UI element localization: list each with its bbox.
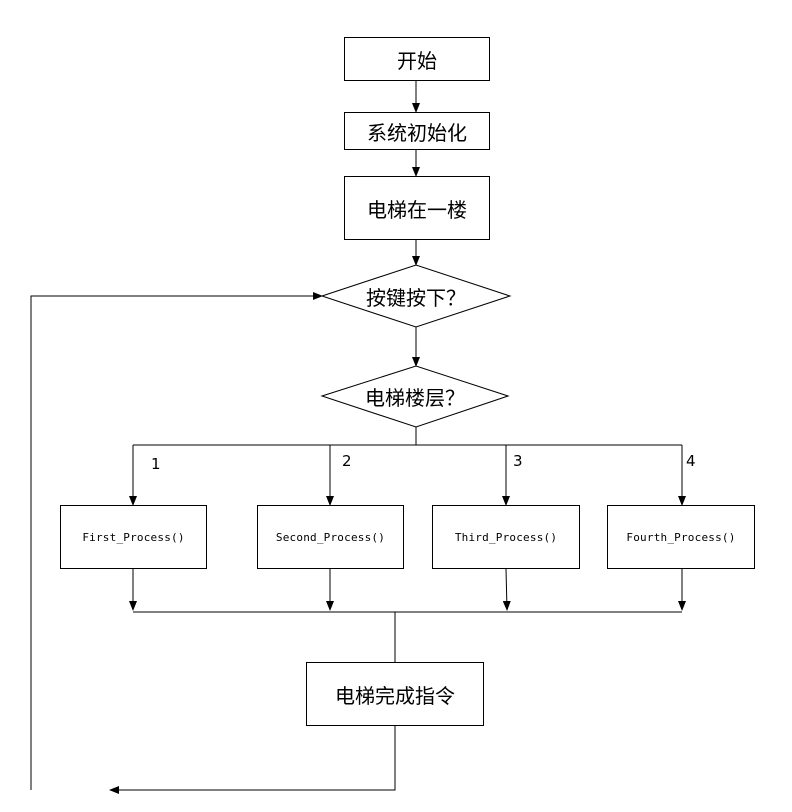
branch-label-4: 4 [686, 452, 696, 470]
third-process-node: Third_Process() [432, 505, 580, 569]
first-process-node: First_Process() [60, 505, 207, 569]
second-process-node: Second_Process() [257, 505, 404, 569]
ground-floor-node: 电梯在一楼 [344, 176, 490, 240]
complete-node: 电梯完成指令 [306, 662, 484, 726]
init-node: 系统初始化 [344, 112, 490, 150]
branch-label-3: 3 [513, 452, 523, 470]
branch-label-2: 2 [342, 452, 352, 470]
branch-label-1: 1 [151, 455, 161, 473]
start-node: 开始 [344, 37, 490, 81]
loop-back-upper [30, 292, 323, 790]
decision-floor-label: 电梯楼层？ [365, 386, 465, 410]
fourth-process-node: Fourth_Process() [607, 505, 755, 569]
decision-floor-shape [320, 365, 510, 428]
loop-back-lower [109, 725, 396, 794]
decision-key-pressed-shape [320, 264, 512, 328]
merge-arrow-3 [502, 568, 511, 611]
decision-key-pressed-label: 按键按下？ [366, 285, 466, 310]
